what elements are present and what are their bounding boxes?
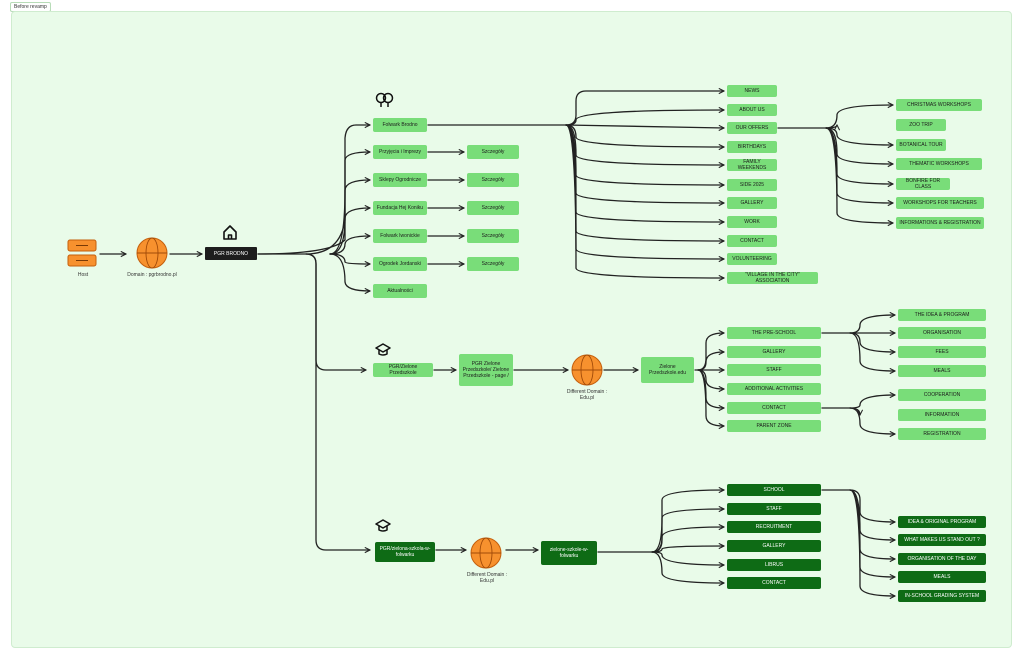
school-menu-node[interactable]: RECRUITMENT: [727, 521, 821, 533]
folwark-node[interactable]: Folwark Iwonickie: [373, 229, 427, 243]
preschool-sub-node[interactable]: ORGANISATION: [898, 327, 986, 339]
preschool-menu-node[interactable]: STAFF: [727, 364, 821, 376]
menu-node[interactable]: NEWS: [727, 85, 777, 97]
school-site-node[interactable]: zielone-szkole-w-folwarku: [541, 541, 597, 565]
szczegoly-node[interactable]: Szczegóły: [467, 173, 519, 187]
offer-node[interactable]: THEMATIC WORKSHOPS: [896, 158, 982, 170]
preschool-menu-node[interactable]: PARENT ZONE: [727, 420, 821, 432]
school-sub-node[interactable]: ORGANISATION OF THE DAY: [898, 553, 986, 565]
menu-node[interactable]: CONTACT: [727, 235, 777, 247]
preschool-node[interactable]: PGR/Zielone Przedszkole: [373, 363, 433, 377]
offer-node[interactable]: WORKSHOPS FOR TEACHERS: [896, 197, 984, 209]
school-menu-node[interactable]: LIBRUS: [727, 559, 821, 571]
menu-node[interactable]: "VILLAGE IN THE CITY" ASSOCIATION: [727, 272, 818, 284]
school-node[interactable]: PGR/zielona-szkola-w-folwarku: [375, 542, 435, 562]
offer-node[interactable]: BOTANICAL TOUR: [896, 139, 946, 151]
graduation-cap-icon: [375, 343, 391, 356]
folwark-node[interactable]: Folwark Brodno: [373, 118, 427, 132]
folwark-node[interactable]: Przyjęcia i Imprezy: [373, 145, 427, 159]
szczegoly-node[interactable]: Szczegóły: [467, 229, 519, 243]
contact-sub-node[interactable]: INFORMATION: [898, 409, 986, 421]
graduation-cap-icon: [375, 519, 391, 532]
szczegoly-node[interactable]: Szczegóły: [467, 201, 519, 215]
szczegoly-node[interactable]: Szczegóły: [467, 257, 519, 271]
school-sub-node[interactable]: IDEA & ORIGINAL PROGRAM: [898, 516, 986, 528]
diagram-canvas: [11, 11, 1012, 648]
school-sub-node[interactable]: MEALS: [898, 571, 986, 583]
school-sub-node[interactable]: WHAT MAKES US STAND OUT ?: [898, 534, 986, 546]
folwark-node[interactable]: Aktualności: [373, 284, 427, 298]
school-menu-node[interactable]: GALLERY: [727, 540, 821, 552]
menu-node[interactable]: WORK: [727, 216, 777, 228]
folwark-node[interactable]: Ogrodek Jordanski: [373, 257, 427, 271]
home-icon: [223, 225, 237, 240]
menu-node[interactable]: VOLUNTEERING: [727, 253, 777, 265]
szczegoly-node[interactable]: Szczegóły: [467, 145, 519, 159]
preschool-sub-node[interactable]: MEALS: [898, 365, 986, 377]
offer-node[interactable]: BONFIRE FOR CLASS: [896, 178, 950, 190]
server-icon: [67, 239, 97, 267]
menu-node[interactable]: GALLERY: [727, 197, 777, 209]
preschool-sub-node[interactable]: FEES: [898, 346, 986, 358]
offer-node[interactable]: INFORMATIONS & REGISTRATION: [896, 217, 984, 229]
menu-node[interactable]: BIRTHDAYS: [727, 141, 777, 153]
edu-domain-label: Different Domain : Edu.pl: [466, 572, 508, 584]
menu-node[interactable]: ABOUT US: [727, 104, 777, 116]
preschool-site-node[interactable]: Zielone Przedszkole.edu: [641, 357, 694, 383]
offer-node[interactable]: CHRISTMAS WORKSHOPS: [896, 99, 982, 111]
school-menu-node[interactable]: SCHOOL: [727, 484, 821, 496]
menu-node[interactable]: FAMILY WEEKENDS: [727, 159, 777, 171]
preschool-menu-node[interactable]: ADDITIONAL ACTIVITIES: [727, 383, 821, 395]
preschool-sub-node[interactable]: THE IDEA & PROGRAM: [898, 309, 986, 321]
preschool-menu-node[interactable]: CONTACT: [727, 402, 821, 414]
menu-node[interactable]: SIDE 2025: [727, 179, 777, 191]
school-menu-node[interactable]: STAFF: [727, 503, 821, 515]
contact-sub-node[interactable]: COOPERATION: [898, 389, 986, 401]
menu-node[interactable]: OUR OFFERS: [727, 122, 777, 134]
preschool-menu-node[interactable]: GALLERY: [727, 346, 821, 358]
edu-domain-label: Different Domain : Edu.pl: [566, 389, 608, 401]
offer-node[interactable]: ZOO TRIP: [896, 119, 946, 131]
preschool-page-node[interactable]: PGR Zielone Przedszkole/ Zielone Przedsz…: [459, 354, 513, 386]
folwark-node[interactable]: Fundacja Hej Koniku: [373, 201, 427, 215]
contact-sub-node[interactable]: REGISTRATION: [898, 428, 986, 440]
root-node[interactable]: PGR BRODNO: [205, 247, 257, 260]
preschool-menu-node[interactable]: THE PRE-SCHOOL: [727, 327, 821, 339]
school-sub-node[interactable]: IN-SCHOOL GRADING SYSTEM: [898, 590, 986, 602]
host-label: Host: [77, 272, 89, 278]
main-domain-label: Domain : pgrbrodno.pl: [127, 272, 177, 278]
folwark-node[interactable]: Sklepy Ogrodnicze: [373, 173, 427, 187]
school-menu-node[interactable]: CONTACT: [727, 577, 821, 589]
trees-icon: [375, 92, 394, 107]
